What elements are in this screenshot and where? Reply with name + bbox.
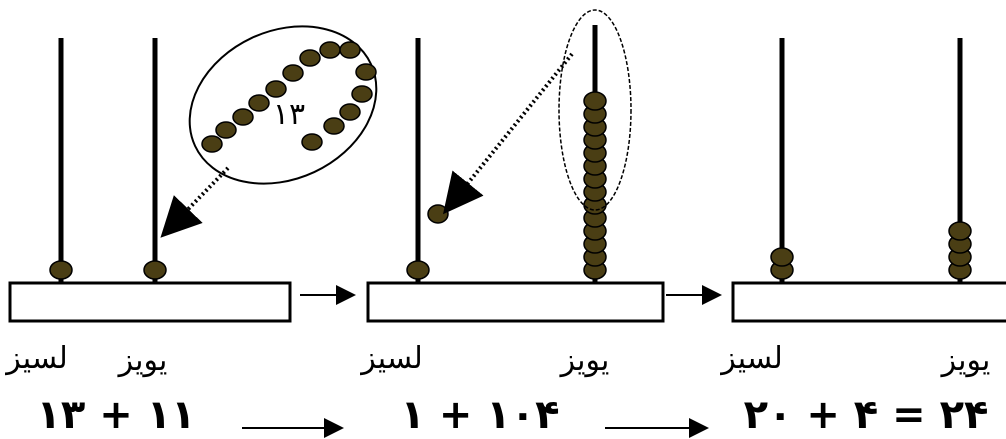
moved-bead xyxy=(427,204,449,224)
panel-3-label-left: لسیز xyxy=(719,341,783,376)
beads-left-2 xyxy=(406,260,430,280)
beads-right-1 xyxy=(143,260,167,280)
equation-2: ١٠ + ١۴ xyxy=(400,392,559,438)
abacus-panel-3: لسیز یویز ٢٠ + ۴ = ٢۴ xyxy=(719,38,1006,438)
group-bead xyxy=(299,49,321,67)
beads-right-2 xyxy=(583,91,607,280)
group-bead xyxy=(319,41,341,59)
group-bead xyxy=(248,94,270,112)
panel-2-label-right: یویز xyxy=(559,343,610,378)
beads-left-1 xyxy=(49,260,73,280)
group-bead xyxy=(201,135,223,153)
group-bead xyxy=(215,121,237,139)
bead xyxy=(770,247,794,267)
panel-1-label-left: لسیز xyxy=(4,341,68,376)
panel-3-label-right: یویز xyxy=(940,343,991,378)
panel-1-label-right: یویز xyxy=(117,343,168,378)
abacus-panel-1: ١٣ لسیز یویز ١١ + ١٣ xyxy=(4,25,378,438)
equation-3: ٢٠ + ۴ = ٢۴ xyxy=(744,392,989,438)
abacus-panel-2: لسیز یویز ١٠ + ١۴ xyxy=(359,9,665,438)
abacus-base-1 xyxy=(8,281,292,323)
group-bead xyxy=(355,63,377,81)
group-bead xyxy=(339,103,361,121)
group-bead xyxy=(265,80,287,98)
group-bead xyxy=(339,41,361,59)
group-count-label: ١٣ xyxy=(273,97,305,132)
bead xyxy=(406,260,430,280)
bead-group-13: ١٣ xyxy=(188,25,378,185)
group-bead xyxy=(351,85,373,103)
group-ellipse xyxy=(188,25,378,185)
bead xyxy=(583,91,607,111)
bead xyxy=(143,260,167,280)
bead xyxy=(948,221,972,241)
beads-left-3 xyxy=(770,247,794,280)
beads-right-3 xyxy=(948,221,972,280)
move-arrow-1 xyxy=(160,166,230,238)
abacus-base-3 xyxy=(731,281,1006,323)
group-beads xyxy=(201,41,377,153)
group-bead xyxy=(323,117,345,135)
equation-1: ١١ + ١٣ xyxy=(36,392,195,438)
panel-2-label-left: لسیز xyxy=(359,341,423,376)
abacus-base-2 xyxy=(366,281,665,323)
move-arrow-2 xyxy=(442,52,574,215)
selection-ellipse xyxy=(558,9,632,211)
bead xyxy=(49,260,73,280)
group-bead xyxy=(301,133,323,151)
group-bead xyxy=(232,108,254,126)
group-bead xyxy=(282,64,304,82)
